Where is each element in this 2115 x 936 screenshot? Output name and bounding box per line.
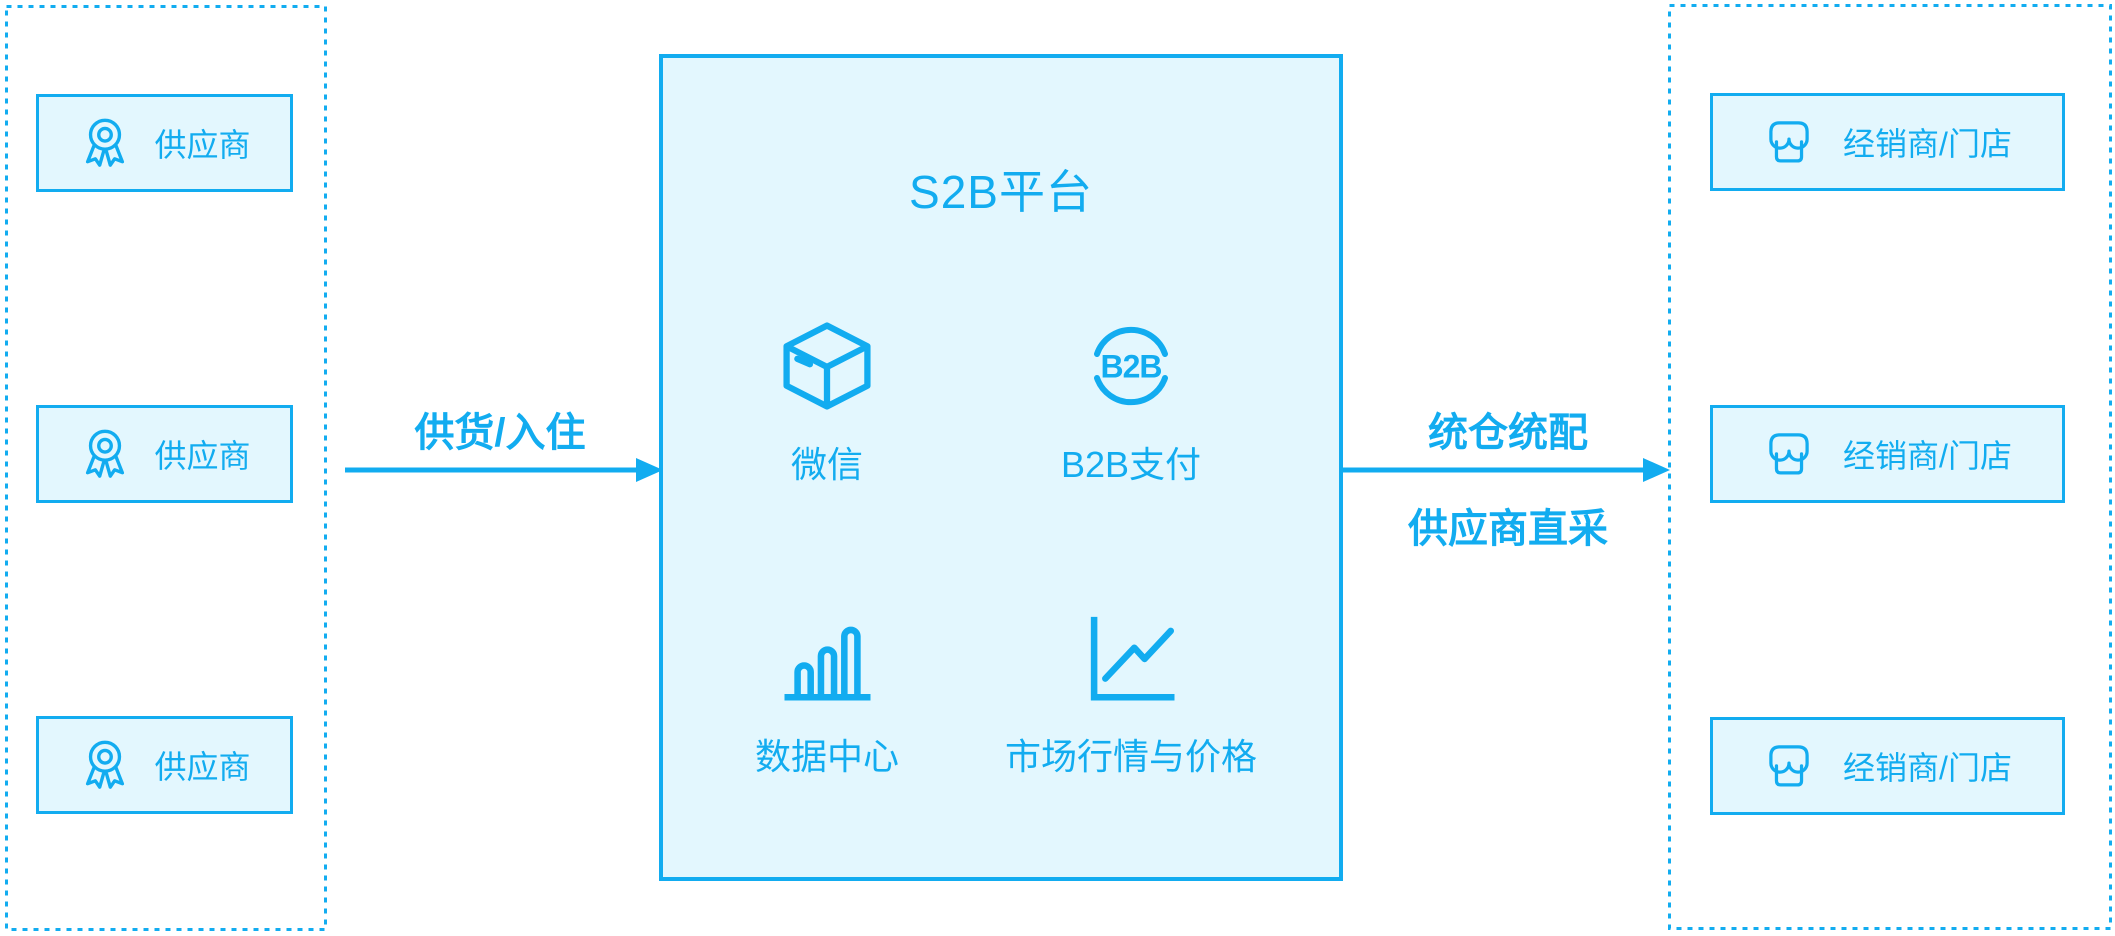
distributors-panel: 经销商/门店 经销商/门店 经销商/门店 [1668, 4, 2112, 930]
suppliers-panel: 供应商 供应商 供应商 [5, 5, 327, 931]
storefront-icon [1763, 426, 1815, 483]
distributor-box: 经销商/门店 [1710, 93, 2065, 191]
outbound-flow-label-bottom: 供应商直采 [1408, 507, 1608, 551]
bar-chart-icon [780, 612, 875, 704]
feature-label: B2B支付 [1060, 444, 1202, 485]
inbound-arrow [345, 458, 663, 482]
supplier-box: 供应商 [36, 716, 293, 814]
distributor-label: 经销商/门店 [1843, 750, 2012, 786]
outbound-arrow [1343, 458, 1670, 482]
b2b-icon-text: B2B [1100, 349, 1161, 385]
distributor-label: 经销商/门店 [1843, 438, 2012, 474]
feature-label: 数据中心 [754, 736, 899, 777]
feature-wechat: 微信 [667, 320, 987, 488]
supplier-box: 供应商 [36, 94, 293, 192]
feature-market-prices: 市场行情与价格 [971, 612, 1291, 780]
package-icon [782, 320, 872, 412]
distributor-box: 经销商/门店 [1710, 405, 2065, 503]
supplier-label: 供应商 [154, 438, 251, 474]
feature-label: 微信 [790, 444, 863, 485]
distributor-box: 经销商/门店 [1710, 717, 2065, 815]
platform-title: S2B平台 [909, 166, 1093, 218]
storefront-icon [1763, 114, 1815, 171]
platform-box: S2B平台 微信 B2B B2B支付 [659, 54, 1343, 881]
medal-icon [78, 736, 132, 795]
feature-label: 市场行情与价格 [1004, 736, 1257, 777]
b2b-circle-icon: B2B [1086, 320, 1176, 412]
feature-data-center: 数据中心 [667, 612, 987, 780]
medal-icon [78, 114, 132, 173]
line-chart-icon [1084, 612, 1179, 704]
supplier-label: 供应商 [154, 749, 251, 785]
medal-icon [78, 425, 132, 484]
supplier-label: 供应商 [154, 127, 251, 163]
feature-b2b-payment: B2B B2B支付 [971, 320, 1291, 488]
supplier-box: 供应商 [36, 405, 293, 503]
inbound-flow-label: 供货/入住 [414, 411, 586, 455]
distributors-panel-border [1668, 4, 2112, 930]
outbound-flow-label-top: 统仓统配 [1428, 411, 1588, 455]
suppliers-panel-border [5, 5, 327, 931]
distributor-label: 经销商/门店 [1843, 126, 2012, 162]
storefront-icon [1763, 738, 1815, 795]
